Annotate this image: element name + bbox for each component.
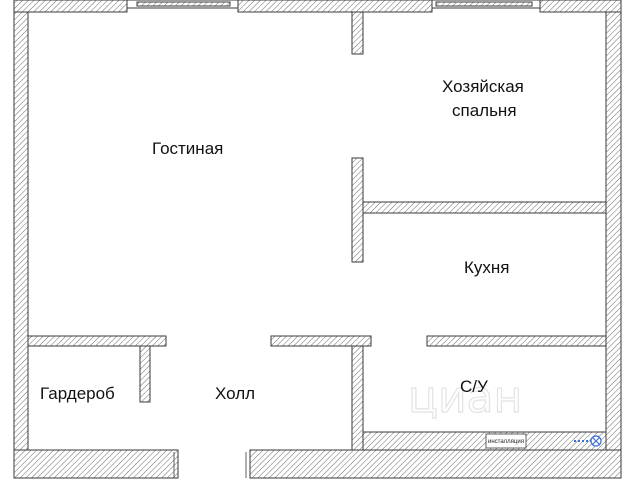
wall-wardrobe-side [139, 345, 151, 403]
wall-bathroom-left [351, 345, 364, 451]
installation-label: инсталляция [488, 439, 524, 445]
wall-top-segment-1 [13, 0, 128, 13]
wall-right [605, 0, 622, 479]
entrance-door [173, 452, 251, 478]
wall-top-segment-3 [539, 0, 622, 13]
wall-bottom-left [13, 449, 179, 479]
wall-bottom-right [249, 449, 622, 479]
wall-bedroom-kitchen [362, 201, 607, 214]
wall-kitchen-bathroom [426, 335, 607, 347]
room-labels: Гостиная Хозяйская спальня Кухня С/У Гар… [40, 77, 524, 403]
room-label-bedroom-line2: спальня [452, 101, 517, 120]
wall-bathroom-bottom [362, 431, 607, 451]
watermark-text: циан [408, 372, 522, 423]
interior-walls [27, 11, 607, 451]
outer-walls [13, 0, 622, 479]
wall-hall-top [270, 335, 372, 347]
wall-left [13, 0, 29, 479]
room-label-bathroom: С/У [460, 377, 488, 396]
wall-top-segment-2 [237, 0, 433, 13]
wall-living-kitchen [351, 157, 364, 263]
wall-wardrobe-top [27, 335, 167, 347]
wall-living-bedroom-top [351, 11, 364, 55]
window-bedroom [431, 0, 541, 9]
installation-fixture: инсталляция [485, 433, 602, 449]
room-label-wardrobe: Гардероб [40, 384, 115, 403]
room-label-kitchen: Кухня [464, 258, 510, 277]
room-label-bedroom-line1: Хозяйская [442, 77, 524, 96]
window-living [126, 0, 239, 9]
watermark: циан [407, 371, 522, 423]
room-label-hall: Холл [215, 384, 255, 403]
room-label-living: Гостиная [152, 139, 223, 158]
